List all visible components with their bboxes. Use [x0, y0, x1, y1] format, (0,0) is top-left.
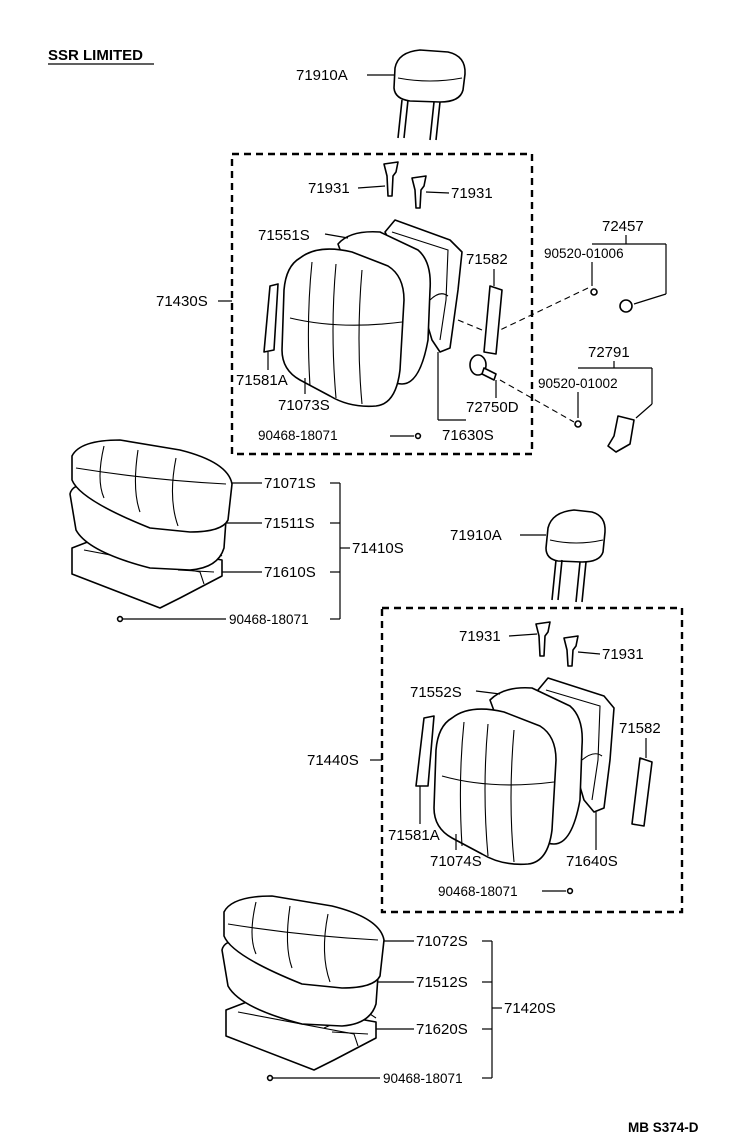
section-title: SSR LIMITED — [48, 47, 143, 64]
hog-ring-cushion-lower-icon — [266, 1074, 274, 1082]
label-guide-upper-left: 71931 — [308, 180, 350, 197]
side-pad-upper-drawing — [263, 283, 279, 353]
label-side-pad-lower: 71581A — [388, 827, 440, 844]
label-screw-72791: 90520-01002 — [538, 376, 618, 391]
back-sub-upper-drawing — [281, 248, 405, 408]
hog-ring-lower-icon — [566, 887, 574, 895]
label-guide-lower-left: 71931 — [459, 628, 501, 645]
headrest-upper-drawing — [393, 49, 466, 141]
label-back-assy-upper: 71430S — [156, 293, 208, 310]
label-back-frame-upper: 71630S — [442, 427, 494, 444]
label-hog-ring-cushion-lower: 90468-18071 — [383, 1071, 463, 1086]
cushion-sub-upper-drawing — [71, 439, 233, 533]
back-sub-lower-drawing — [433, 708, 557, 866]
label-hog-ring-cushion-upper: 90468-18071 — [229, 612, 309, 627]
label-hog-ring-upper: 90468-18071 — [258, 428, 338, 443]
label-back-pad-lower: 71582 — [619, 720, 661, 737]
guide-lower-drawings — [535, 621, 579, 667]
back-assy-upper-box — [230, 152, 534, 456]
label-headrest-lower: 71910A — [450, 527, 502, 544]
label-back-sub-lower: 71074S — [430, 853, 482, 870]
label-headrest-upper: 71910A — [296, 67, 348, 84]
label-guide-upper-right: 71931 — [451, 185, 493, 202]
label-back-cover-upper: 71551S — [258, 227, 310, 244]
diagram-code: MB S374-D — [628, 1120, 699, 1135]
label-hog-ring-lower: 90468-18071 — [438, 884, 518, 899]
guide-upper-drawings — [383, 161, 427, 209]
label-back-frame-lower: 71640S — [566, 853, 618, 870]
label-back-cover-lower: 71552S — [410, 684, 462, 701]
label-guide-lower-right: 71931 — [602, 646, 644, 663]
back-pad-upper-drawing — [483, 285, 503, 355]
back-pad-lower-drawing — [631, 757, 653, 827]
label-cushion-pad-upper: 71511S — [264, 515, 315, 532]
side-pad-lower-drawing — [415, 715, 435, 787]
label-cushion-frame-upper: 71610S — [264, 564, 316, 581]
label-side-pad-upper: 71581A — [236, 372, 288, 389]
headrest-lower-drawing — [545, 509, 606, 603]
label-screw-72457: 90520-01006 — [544, 246, 624, 261]
hog-ring-upper-icon — [414, 432, 422, 440]
label-cushion-frame-lower: 71620S — [416, 1021, 468, 1038]
label-set-72791: 72791 — [588, 344, 630, 361]
cushion-sub-lower-drawing — [223, 895, 385, 989]
screw-72457-icon — [590, 288, 598, 296]
label-back-pad-upper: 71582 — [466, 251, 508, 268]
screw-72791-icon — [574, 420, 582, 428]
cover-72791-icon — [607, 415, 635, 453]
label-cushion-sub-lower: 71072S — [416, 933, 468, 950]
knob-drawing — [469, 354, 497, 381]
label-cushion-pad-lower: 71512S — [416, 974, 468, 991]
label-cushion-assy-upper: 71410S — [352, 540, 404, 557]
label-set-72457: 72457 — [602, 218, 644, 235]
cap-72457-icon — [619, 299, 633, 313]
label-knob: 72750D — [466, 399, 519, 416]
hog-ring-cushion-upper-icon — [116, 615, 124, 623]
label-back-assy-lower: 71440S — [307, 752, 359, 769]
label-cushion-assy-lower: 71420S — [504, 1000, 556, 1017]
label-cushion-sub-upper: 71071S — [264, 475, 316, 492]
label-back-sub-upper: 71073S — [278, 397, 330, 414]
